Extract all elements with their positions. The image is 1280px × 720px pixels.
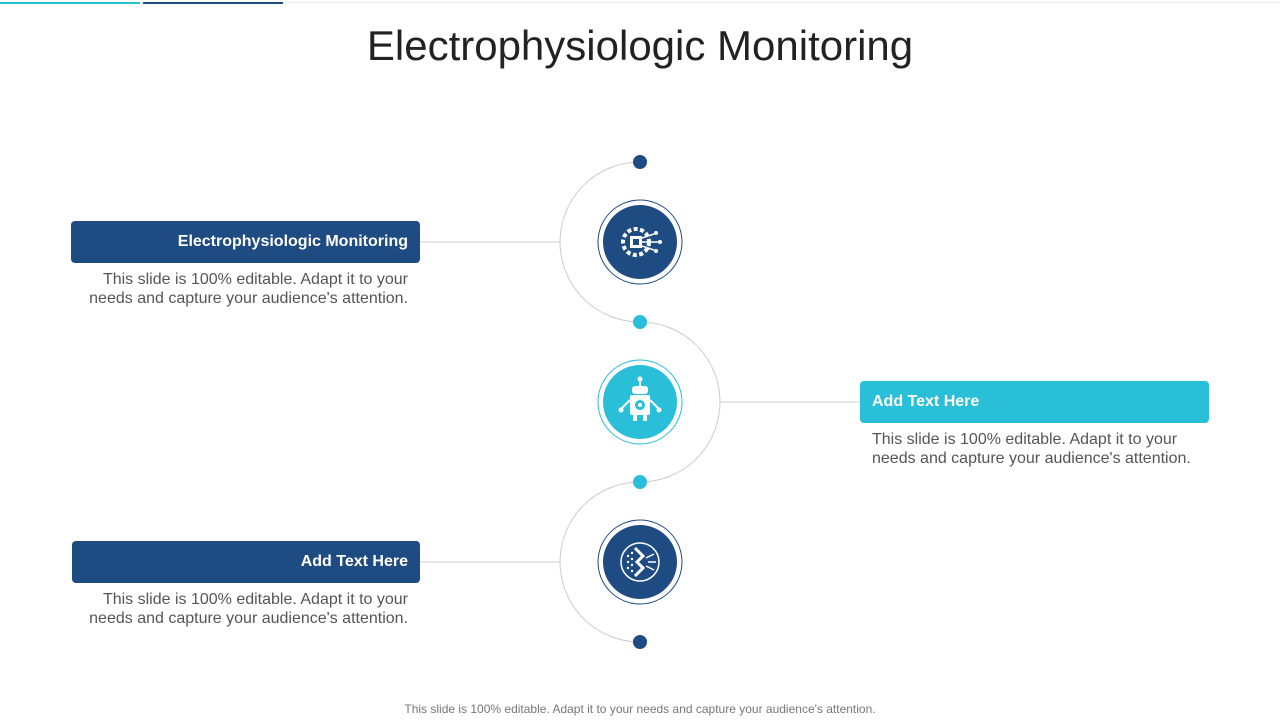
path-dot-top [633, 155, 647, 169]
step-1-label-box: Electrophysiologic Monitoring [71, 221, 420, 263]
path-dot-2 [633, 475, 647, 489]
step-2-icon-badge [597, 359, 683, 445]
top-accent-bar-cyan [0, 2, 140, 4]
step-3-description: This slide is 100% editable. Adapt it to… [89, 591, 408, 627]
page-title: Electrophysiologic Monitoring [366, 22, 914, 69]
top-accent-bar-navy [143, 2, 283, 4]
step-3-label: Add Text Here [300, 553, 408, 570]
step-3-icon-badge [597, 519, 683, 605]
step-3-label-box: Add Text Here [72, 541, 420, 583]
step-2-description: This slide is 100% editable. Adapt it to… [872, 431, 1191, 467]
step-2-label-box: Add Text Here [860, 381, 1209, 423]
chip-gear-icon [621, 227, 662, 257]
step-1-description: This slide is 100% editable. Adapt it to… [89, 271, 408, 307]
step-1-icon-badge [597, 199, 683, 285]
path-dot-1 [633, 315, 647, 329]
step-2-label: Add Text Here [872, 393, 980, 410]
robot-icon [618, 376, 662, 421]
top-rule [286, 2, 1280, 3]
brain-circuit-icon [620, 542, 660, 582]
step-1-label: Electrophysiologic Monitoring [177, 233, 408, 250]
footer-note: This slide is 100% editable. Adapt it to… [404, 702, 876, 716]
path-dot-bottom [633, 635, 647, 649]
